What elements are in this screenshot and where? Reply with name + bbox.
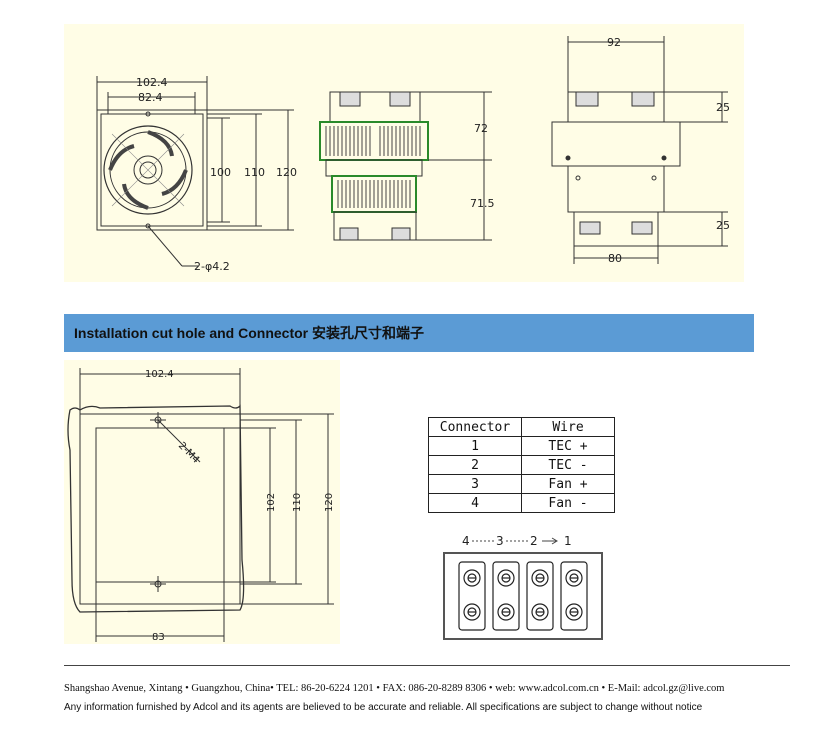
top-technical-drawing: 102.4 82.4 100 110 120 2-φ4.2 72 71.5 92… bbox=[96, 36, 730, 273]
column-header: Wire bbox=[521, 417, 615, 437]
cutout-height-b: 110 bbox=[292, 493, 303, 512]
cutout-width-top: 102.4 bbox=[145, 369, 174, 380]
wire-cell: TEC + bbox=[521, 436, 615, 456]
side-upper-height: 72 bbox=[474, 122, 488, 135]
table-header-row: Connector Wire bbox=[428, 417, 615, 437]
end-bottom-width: 80 bbox=[608, 252, 622, 265]
table-row: 3 Fan + bbox=[428, 474, 615, 494]
terminal-label-1: 1 bbox=[564, 534, 572, 548]
terminal-block bbox=[443, 552, 603, 640]
front-width-outer: 102.4 bbox=[136, 76, 168, 89]
cutout-width-bottom: 83 bbox=[152, 632, 165, 643]
front-height-a: 100 bbox=[210, 166, 231, 179]
terminal-label-2: 2 bbox=[530, 534, 538, 548]
footer-address: Shangshao Avenue, Xintang • Guangzhou, C… bbox=[64, 683, 725, 694]
terminal-label-3: 3 bbox=[496, 534, 504, 548]
front-holes-label: 2-φ4.2 bbox=[194, 260, 230, 273]
front-height-b: 110 bbox=[244, 166, 265, 179]
end-bottom-gap: 25 bbox=[716, 219, 730, 232]
terminal-screws bbox=[458, 561, 588, 631]
wire-cell: Fan - bbox=[521, 493, 615, 513]
front-width-inner: 82.4 bbox=[138, 91, 163, 104]
wire-cell: Fan + bbox=[521, 474, 615, 494]
end-top-gap: 25 bbox=[716, 101, 730, 114]
table-row: 4 Fan - bbox=[428, 493, 615, 513]
side-lower-height: 71.5 bbox=[470, 197, 495, 210]
cutout-height-c: 120 bbox=[324, 493, 335, 512]
end-top-width: 92 bbox=[607, 36, 621, 49]
cutout-height-a: 102 bbox=[266, 493, 277, 512]
connector-table: Connector Wire 1 TEC + 2 TEC - 3 Fan + 4… bbox=[428, 417, 615, 513]
footer-disclaimer: Any information furnished by Adcol and i… bbox=[64, 702, 703, 713]
section-heading: Installation cut hole and Connector 安装孔尺… bbox=[64, 314, 754, 352]
footer-divider bbox=[64, 665, 790, 666]
terminal-label-4: 4 bbox=[462, 534, 470, 548]
front-height-c: 120 bbox=[276, 166, 297, 179]
